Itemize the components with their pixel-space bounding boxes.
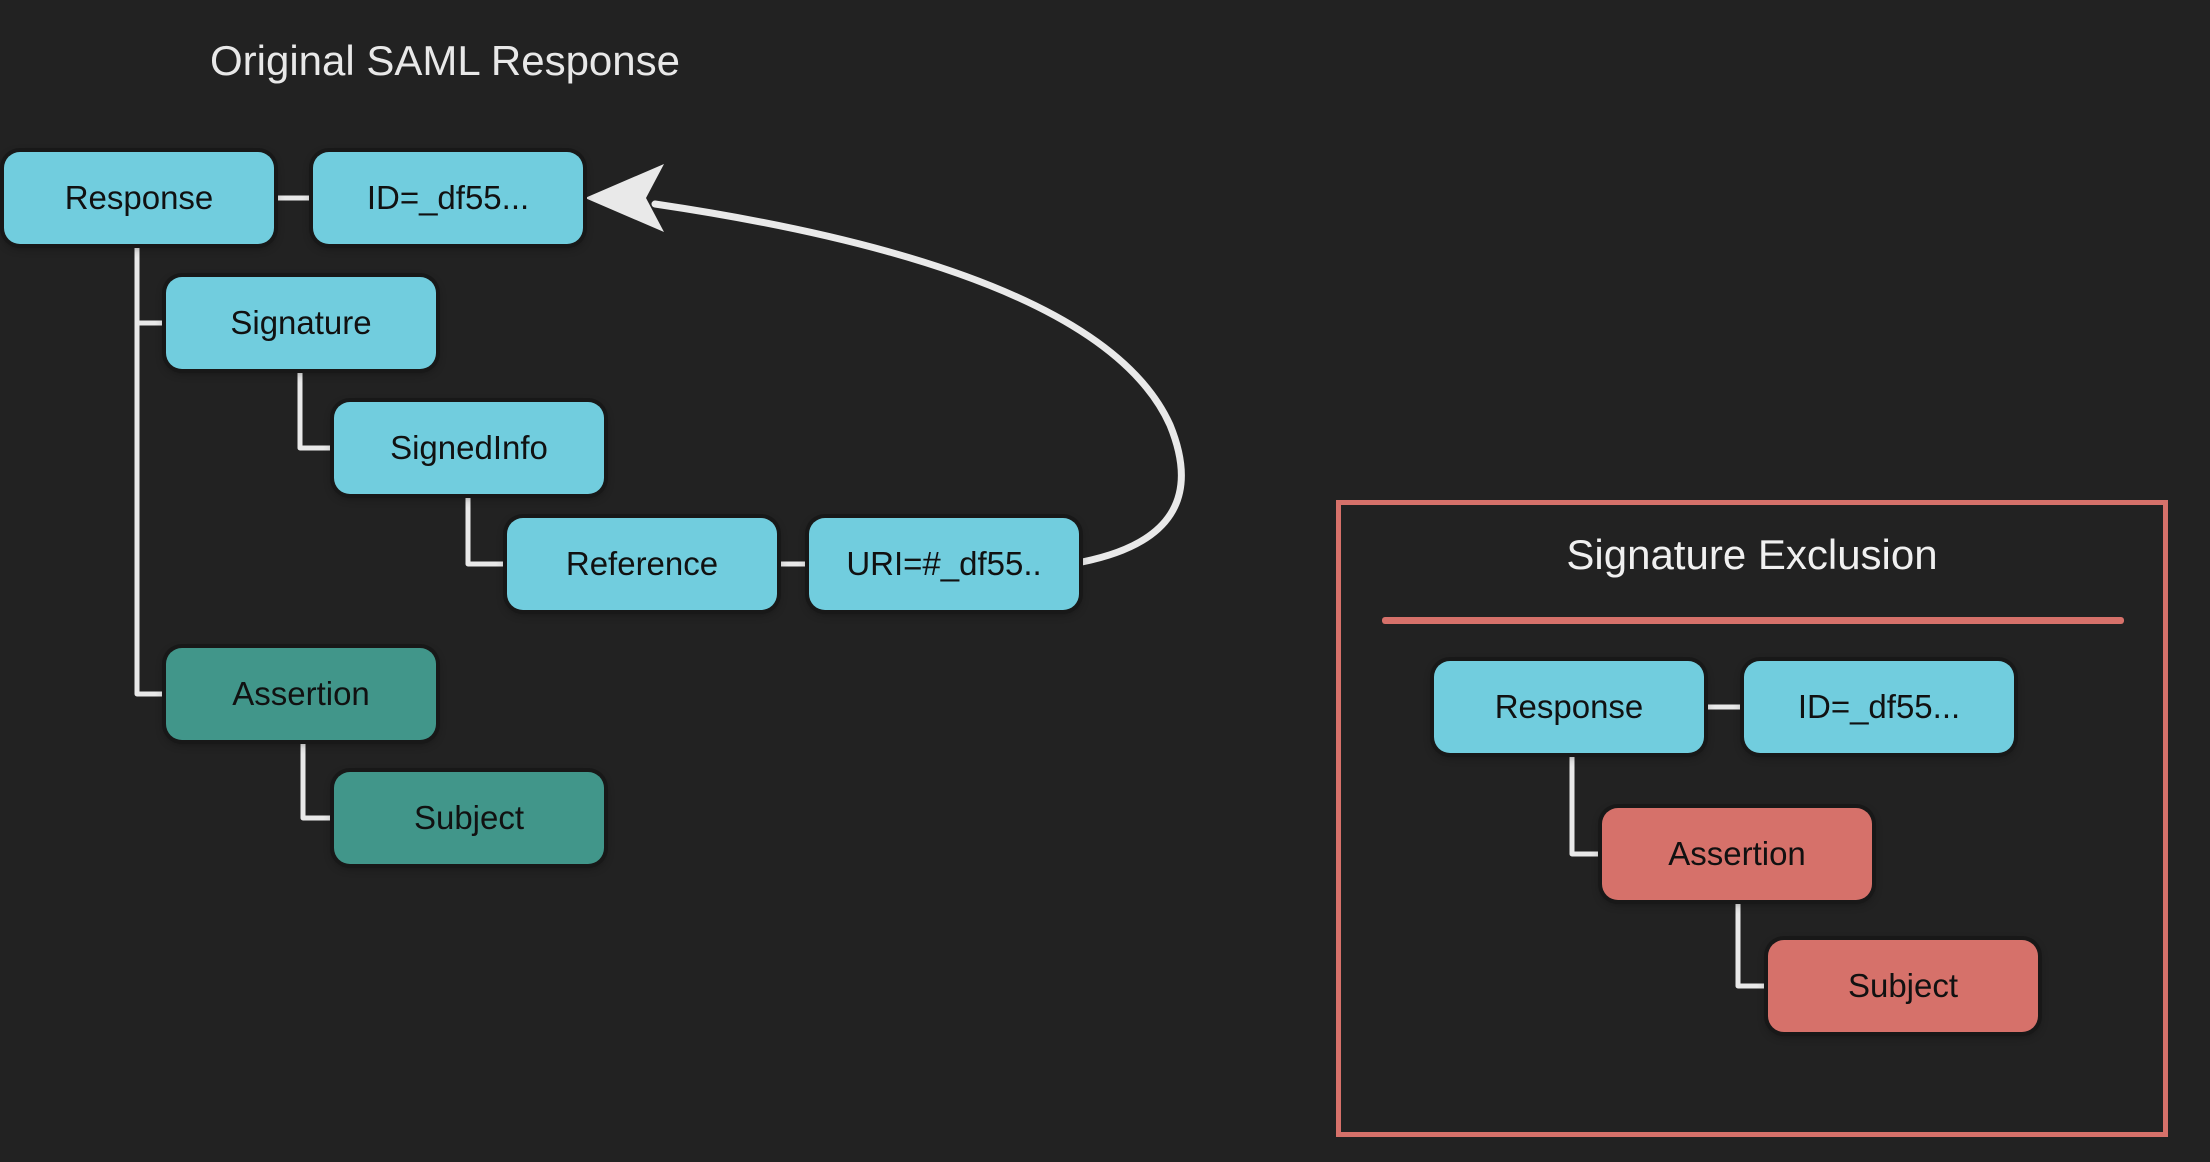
excluded-node-assertion: Assertion	[1602, 808, 1872, 900]
node-signed-info: SignedInfo	[334, 402, 604, 494]
node-assertion: Assertion	[166, 648, 436, 740]
title-underline	[1382, 617, 2124, 624]
excluded-node-response: Response	[1434, 661, 1704, 753]
node-response: Response	[4, 152, 274, 244]
excluded-node-id-attribute: ID=_df55...	[1744, 661, 2014, 753]
node-uri-attribute: URI=#_df55..	[809, 518, 1079, 610]
node-id-attribute: ID=_df55...	[313, 152, 583, 244]
node-signature: Signature	[166, 277, 436, 369]
arrowhead-icon	[585, 164, 664, 232]
signature-exclusion-panel	[1336, 500, 2168, 1137]
node-subject: Subject	[334, 772, 604, 864]
node-reference: Reference	[507, 518, 777, 610]
right-diagram-title: Signature Exclusion	[1566, 531, 1938, 578]
excluded-node-subject: Subject	[1768, 940, 2038, 1032]
uri-to-id-reference-arrow	[651, 200, 1185, 566]
left-diagram-title: Original SAML Response	[210, 37, 680, 84]
tree-connector-lines	[134, 195, 1771, 989]
